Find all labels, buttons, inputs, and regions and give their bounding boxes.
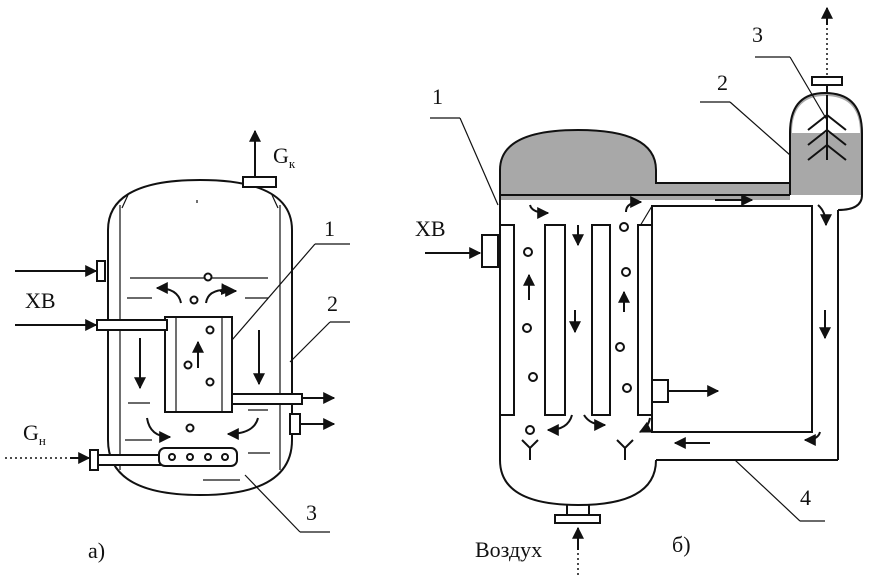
callout-a-2: 2 (327, 291, 338, 316)
callout-b-3: 3 (752, 22, 763, 47)
tube-2 (544, 224, 566, 416)
callout-b-4: 4 (800, 485, 811, 510)
partition (651, 205, 813, 433)
callout-a-1: 1 (324, 216, 335, 241)
inlet-label-a: ХВ (25, 288, 56, 313)
steam-in-label: Gн (23, 420, 46, 448)
callout-b-2: 2 (717, 70, 728, 95)
outer-shell (107, 178, 293, 497)
steam-out-label: Gк (273, 143, 296, 171)
tube-1 (499, 224, 515, 416)
outlet-pipe (231, 393, 303, 405)
inlet-flange-b (481, 234, 499, 268)
vessel-b (425, 6, 863, 575)
tube-4 (637, 224, 653, 416)
air-inlet-nozzle (554, 514, 601, 524)
steam-bubbler (158, 447, 238, 467)
callout-b-1: 1 (432, 84, 443, 109)
inlet-pipe (96, 319, 168, 331)
vessel-a (5, 129, 350, 533)
bottom-hood (499, 459, 657, 507)
callout-a-3: 3 (306, 500, 317, 525)
air-label: Воздух (475, 537, 542, 562)
inlet-label-b: ХВ (415, 216, 446, 241)
caption-b: б) (672, 532, 691, 557)
tube-3 (591, 224, 611, 416)
caption-a: а) (88, 538, 105, 563)
steam-space (500, 93, 862, 195)
separator (789, 91, 863, 211)
steam-outlet-nozzle (242, 176, 277, 188)
